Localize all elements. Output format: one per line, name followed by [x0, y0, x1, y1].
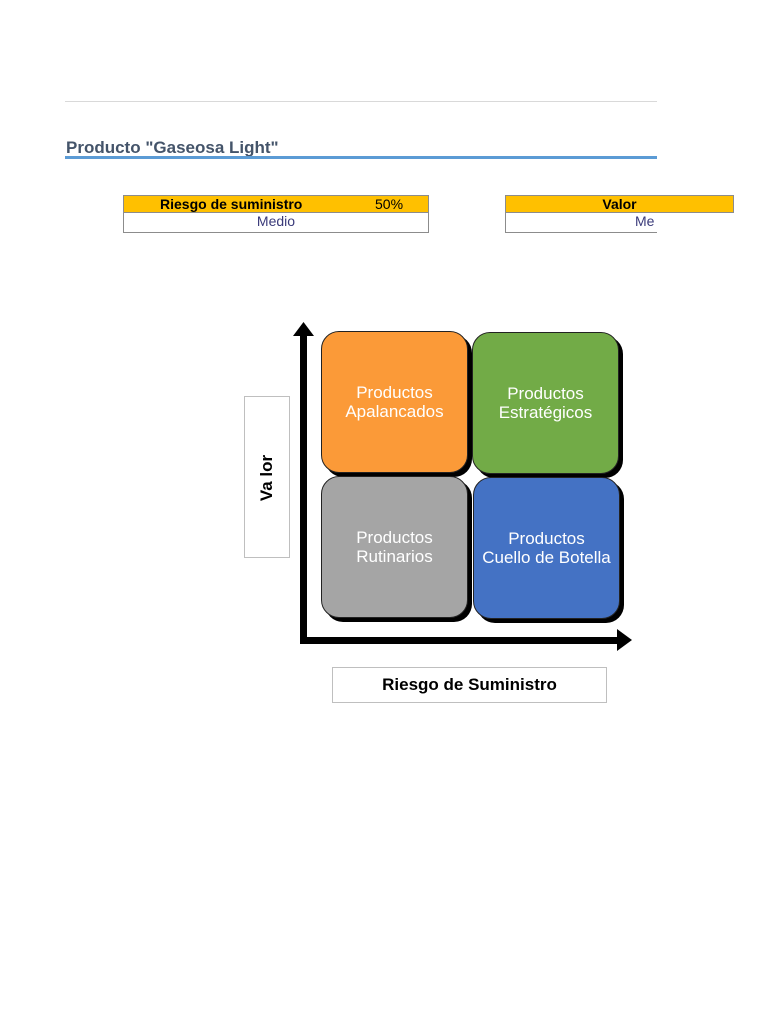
riesgo-header: Riesgo de suministro 50%	[123, 195, 429, 213]
quadrant-label: Productos Cuello de Botella	[482, 529, 611, 567]
x-axis-label: Riesgo de Suministro	[332, 667, 607, 703]
y-axis-label-box	[244, 396, 290, 558]
y-axis-label: Va lor	[257, 454, 276, 502]
quadrant-label: Productos Rutinarios	[356, 528, 433, 566]
y-axis-line	[300, 336, 307, 644]
title-underline	[65, 156, 657, 159]
valor-level-cell: Me	[505, 213, 657, 233]
top-divider	[65, 101, 657, 102]
riesgo-percent: 50%	[375, 196, 404, 212]
y-axis-arrow	[293, 322, 314, 336]
riesgo-level: Medio	[123, 213, 429, 233]
valor-level: Me	[635, 213, 655, 229]
quadrant-productos-rutinarios: Productos Rutinarios	[321, 476, 468, 618]
quadrant-productos-apalancados: Productos Apalancados	[321, 331, 468, 473]
quadrant-productos-cuello-de-botella: Productos Cuello de Botella	[473, 477, 620, 619]
valor-header: Valor	[505, 195, 734, 213]
x-axis-arrow	[617, 629, 632, 651]
page-title: Producto "Gaseosa Light"	[66, 138, 279, 157]
quadrant-label: Productos Apalancados	[345, 383, 444, 421]
riesgo-label: Riesgo de suministro	[160, 196, 303, 212]
quadrant-productos-estrategicos: Productos Estratégicos	[472, 332, 619, 474]
quadrant-label: Productos Estratégicos	[498, 384, 593, 422]
x-axis-line	[300, 637, 618, 644]
